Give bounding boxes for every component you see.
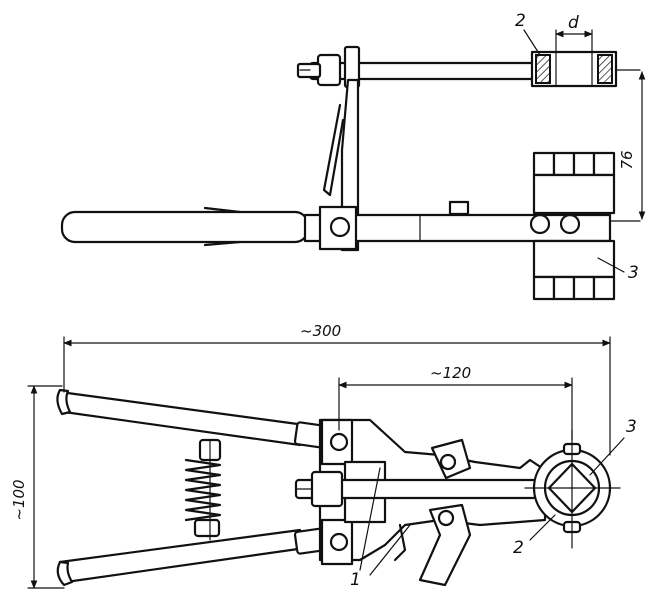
dimension-100: ~100 [10, 385, 65, 589]
callout-3-bottom: 3 [626, 417, 637, 437]
die-head [524, 429, 621, 549]
callout-2-top: 2 [515, 11, 526, 31]
dimension-120: ~120 [338, 364, 573, 441]
dimension-76: 76 [618, 71, 646, 220]
callout-1: 1 [350, 570, 361, 590]
stacked-blocks [532, 151, 616, 301]
spring [184, 438, 222, 541]
dimension-300-label: ~300 [300, 322, 341, 340]
dimension-100-label: ~100 [10, 479, 28, 520]
dimension-76-label: 76 [618, 150, 636, 169]
upper-rod [296, 45, 542, 89]
lower-rod [60, 200, 641, 251]
dimension-d-label: d [568, 13, 579, 33]
side-view: ~300 ~120 ~100 1 2 3 [10, 322, 637, 590]
upper-handle [56, 388, 329, 449]
dimension-300: ~300 [63, 322, 611, 456]
dimension-d: d [555, 13, 593, 53]
callout-2-bottom: 2 [513, 538, 524, 558]
dimension-120-label: ~120 [430, 364, 471, 382]
lower-handle [56, 527, 329, 587]
top-view: 76 d 2 3 [60, 11, 646, 301]
clamp-body [294, 418, 547, 566]
cam-levers [393, 438, 472, 587]
callout-3-top: 3 [628, 263, 639, 283]
upper-die [530, 50, 641, 88]
